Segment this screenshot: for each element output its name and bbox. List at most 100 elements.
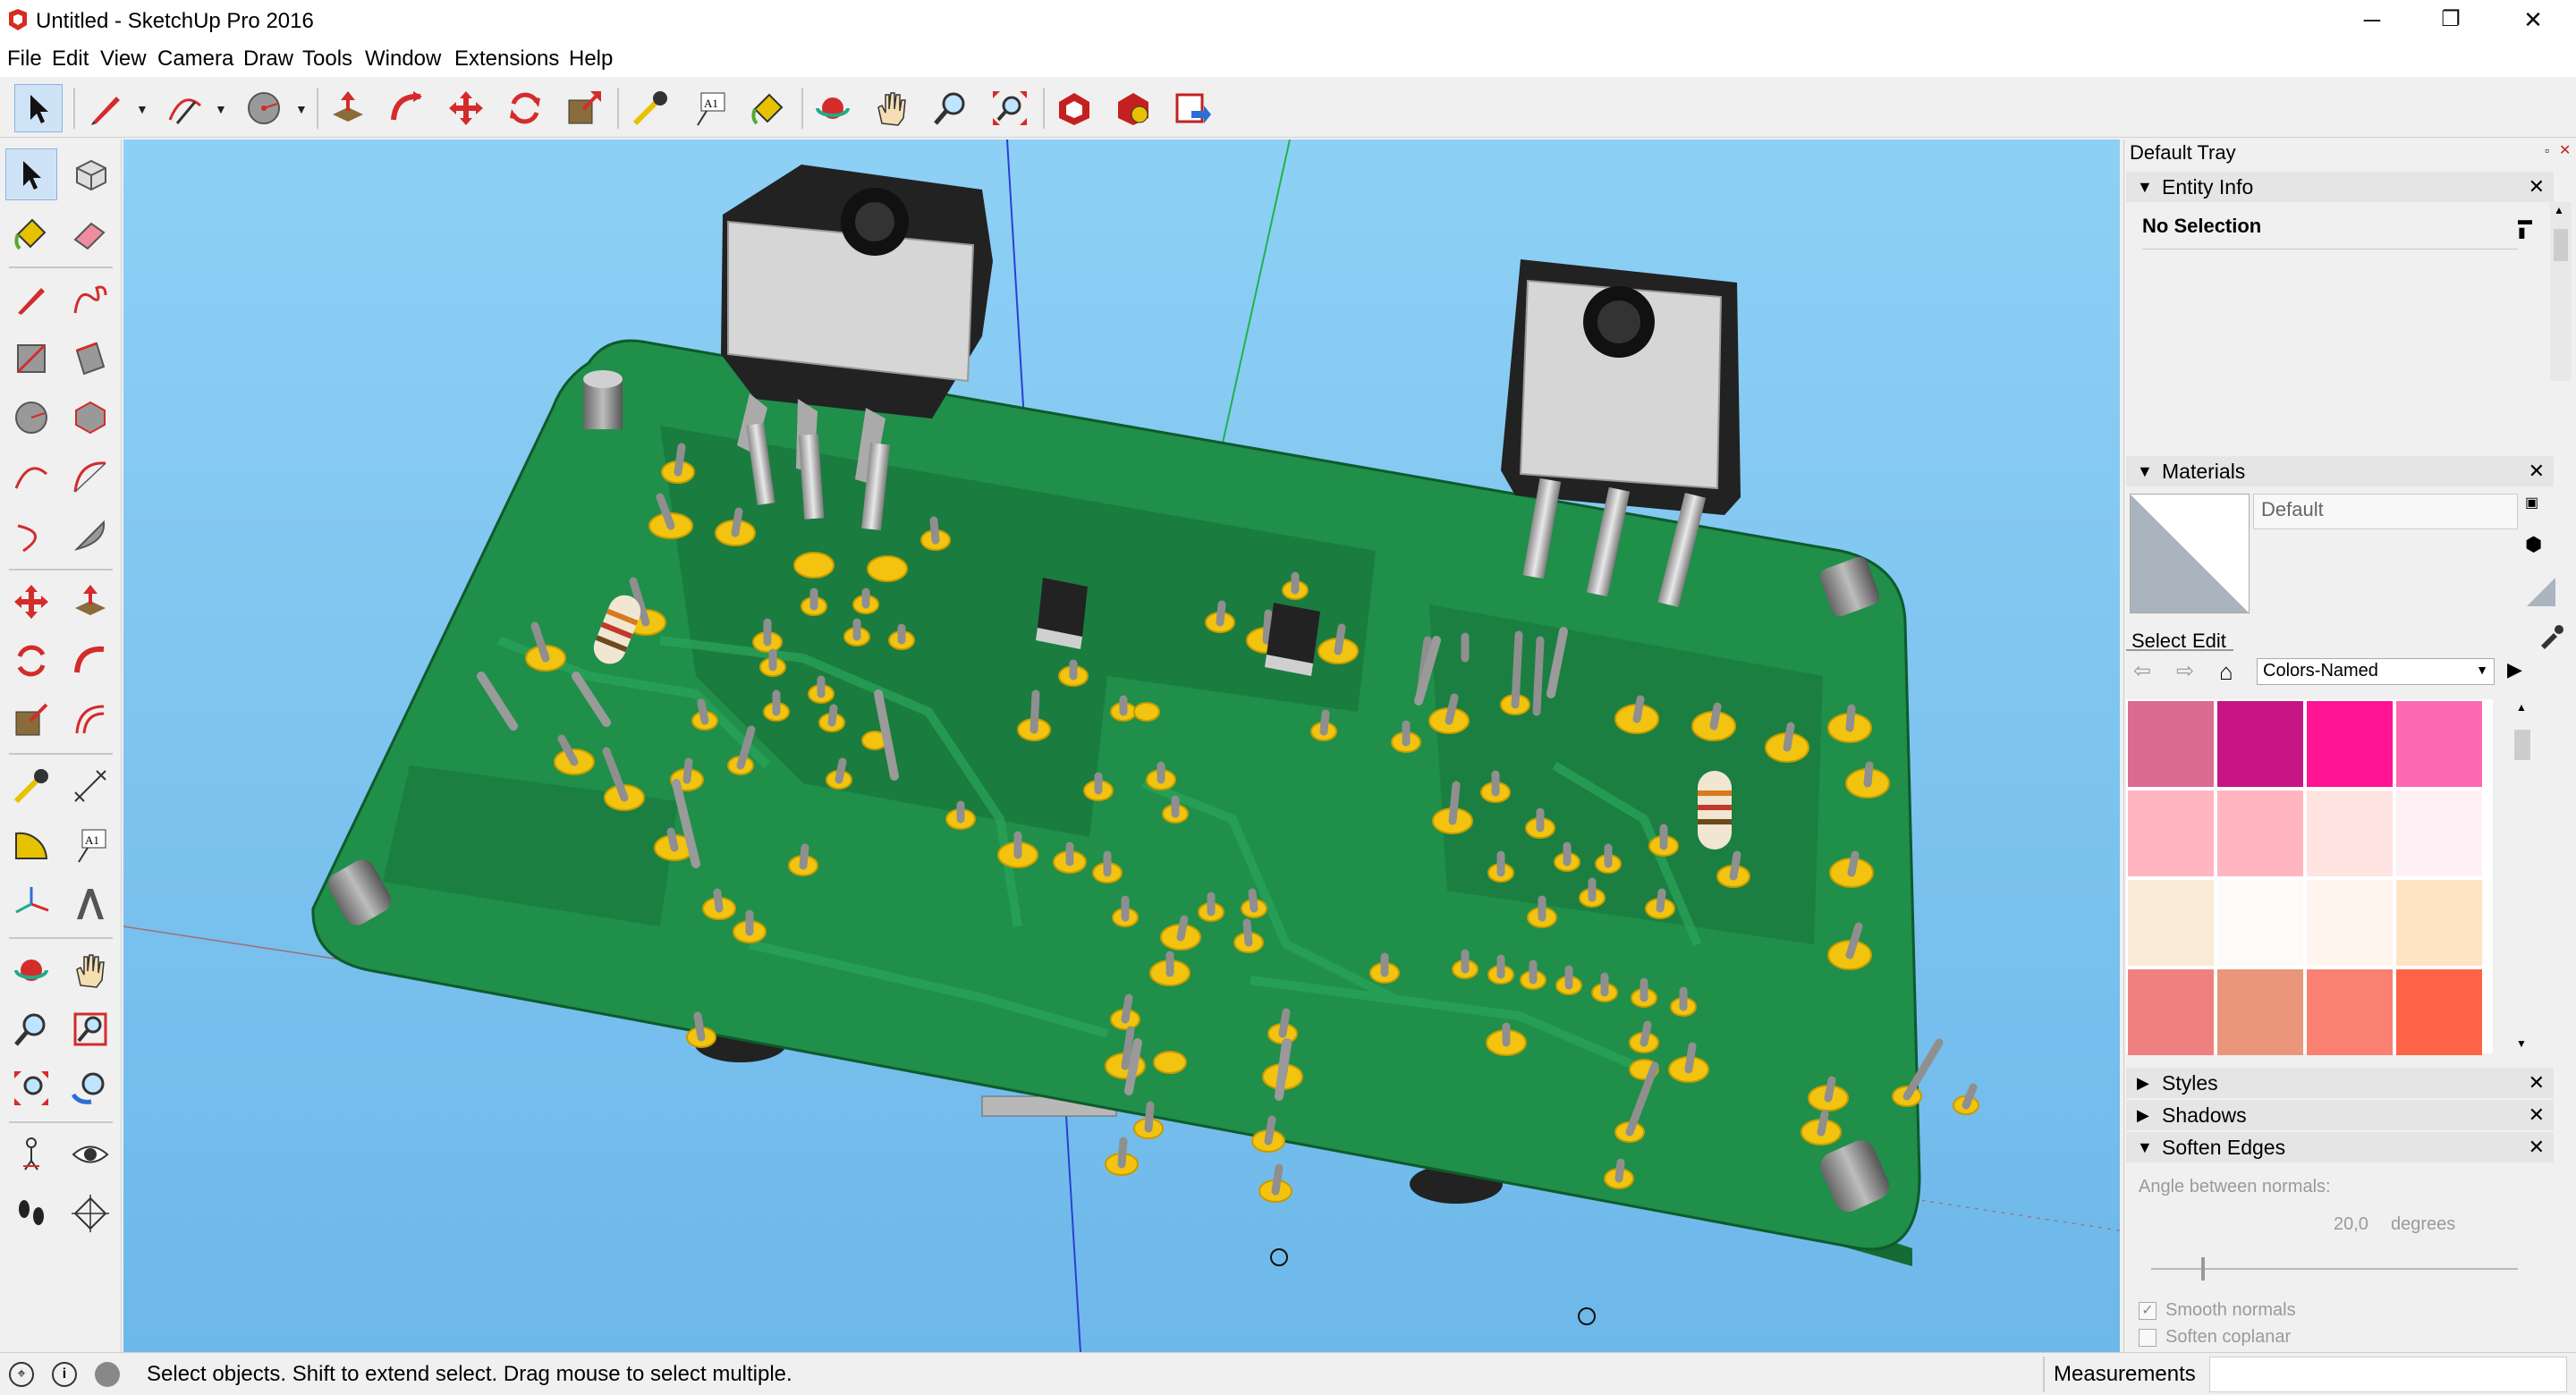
color-swatch[interactable]	[2307, 969, 2393, 1055]
pan-button[interactable]	[64, 944, 116, 996]
default-material-icon[interactable]: ⬢	[2525, 533, 2543, 555]
color-swatch[interactable]	[2396, 969, 2482, 1055]
color-swatch[interactable]	[2307, 701, 2393, 787]
position-camera-button[interactable]	[5, 1129, 57, 1180]
color-swatch[interactable]	[2396, 790, 2482, 876]
tray-pin-icon[interactable]: ▫	[2545, 143, 2549, 157]
color-swatch[interactable]	[2217, 880, 2303, 966]
follow-me-button[interactable]	[64, 635, 116, 687]
color-swatch[interactable]	[2128, 790, 2214, 876]
section-plane-button[interactable]	[64, 1188, 116, 1239]
smooth-normals-checkbox[interactable]: ✓	[2139, 1302, 2157, 1320]
color-swatch[interactable]	[2307, 880, 2393, 966]
close-button[interactable]: ✕	[2523, 6, 2543, 33]
3d-warehouse-button[interactable]	[1050, 84, 1098, 132]
send-to-layout-button[interactable]	[1168, 84, 1216, 132]
line-dropdown-icon[interactable]: ▼	[136, 102, 148, 116]
text-button[interactable]: A1	[64, 819, 116, 871]
model-viewport[interactable]	[123, 140, 2120, 1352]
scale-button[interactable]	[5, 694, 57, 746]
color-swatch[interactable]	[2217, 701, 2303, 787]
menu-edit[interactable]: Edit	[52, 46, 89, 71]
color-swatch[interactable]	[2396, 880, 2482, 966]
close-panel-icon[interactable]: ✕	[2528, 175, 2545, 198]
3d-text-button[interactable]	[64, 878, 116, 930]
power-transistor-right[interactable]	[1501, 259, 1741, 608]
power-transistor-left[interactable]	[721, 165, 993, 530]
color-swatch[interactable]	[2217, 790, 2303, 876]
offset-button[interactable]	[64, 694, 116, 746]
restore-button[interactable]: ❐	[2441, 7, 2461, 31]
menu-window[interactable]: Window	[365, 46, 442, 71]
orbit-button[interactable]	[5, 944, 57, 996]
push-pull-button[interactable]	[64, 576, 116, 628]
minimize-button[interactable]: ─	[2363, 6, 2381, 33]
paint-bucket-tool-button[interactable]	[744, 84, 792, 132]
pan-tool-button[interactable]	[868, 84, 916, 132]
line-tool-button[interactable]	[82, 84, 131, 132]
protractor-button[interactable]	[5, 819, 57, 871]
rotate-tool-button[interactable]	[501, 84, 549, 132]
previous-view-button[interactable]	[64, 1062, 116, 1114]
details-toggle-icon[interactable]: ▬▮	[2518, 213, 2532, 241]
move-tool-button[interactable]	[442, 84, 490, 132]
look-around-button[interactable]	[64, 1129, 116, 1180]
angle-slider-thumb[interactable]	[2201, 1257, 2205, 1281]
measurements-input[interactable]	[2209, 1357, 2567, 1392]
eraser-button[interactable]	[64, 207, 116, 259]
menu-file[interactable]: File	[7, 46, 42, 71]
color-swatch[interactable]	[2396, 701, 2482, 787]
scroll-up-icon[interactable]: ▲	[2554, 204, 2564, 216]
tape-measure-button[interactable]	[5, 760, 57, 812]
scroll-down-icon[interactable]: ▼	[2516, 1037, 2527, 1050]
color-swatch[interactable]	[2128, 969, 2214, 1055]
color-swatch[interactable]	[2128, 880, 2214, 966]
text-tool-button[interactable]: A1	[685, 84, 733, 132]
color-swatch[interactable]	[2217, 969, 2303, 1055]
menu-tools[interactable]: Tools	[302, 46, 353, 71]
styles-header[interactable]: ▶ Styles ✕	[2126, 1068, 2554, 1098]
menu-camera[interactable]: Camera	[157, 46, 234, 71]
zoom-extents-tool-button[interactable]	[986, 84, 1034, 132]
menu-help[interactable]: Help	[569, 46, 614, 71]
zoom-window-button[interactable]	[64, 1003, 116, 1055]
create-material-icon[interactable]: ▣	[2525, 495, 2539, 511]
circle-tool-button[interactable]	[240, 84, 288, 132]
material-name-field[interactable]: Default	[2253, 494, 2518, 529]
forward-arrow-icon[interactable]: ⇨	[2176, 659, 2195, 683]
tape-measure-tool-button[interactable]	[626, 84, 674, 132]
scroll-thumb[interactable]	[2514, 730, 2530, 760]
zoom-button[interactable]	[5, 1003, 57, 1055]
walk-button[interactable]	[5, 1188, 57, 1239]
make-component-button[interactable]	[64, 148, 116, 200]
color-swatch[interactable]	[2307, 790, 2393, 876]
home-icon[interactable]: ⌂	[2219, 658, 2233, 685]
zoom-extents-button[interactable]	[5, 1062, 57, 1114]
line-button[interactable]	[5, 274, 57, 326]
close-panel-icon[interactable]: ✕	[2528, 1071, 2545, 1094]
rotated-rectangle-button[interactable]	[64, 333, 116, 385]
orbit-tool-button[interactable]	[809, 84, 857, 132]
polygon-button[interactable]	[64, 392, 116, 444]
follow-me-tool-button[interactable]	[383, 84, 431, 132]
paint-bucket-button[interactable]	[5, 207, 57, 259]
select-tool-button[interactable]	[14, 84, 63, 132]
move-button[interactable]	[5, 576, 57, 628]
scale-tool-button[interactable]	[560, 84, 608, 132]
close-panel-icon[interactable]: ✕	[2528, 1103, 2545, 1126]
circle-dropdown-icon[interactable]: ▼	[295, 102, 308, 116]
soften-edges-header[interactable]: ▼ Soften Edges ✕	[2126, 1132, 2554, 1162]
user-account-icon[interactable]	[95, 1362, 120, 1387]
materials-edit-tab[interactable]: Edit	[2192, 630, 2226, 652]
materials-header[interactable]: ▼ Materials ✕	[2126, 456, 2554, 486]
arc-button[interactable]	[5, 451, 57, 503]
soften-coplanar-checkbox[interactable]	[2139, 1329, 2157, 1347]
rotate-button[interactable]	[5, 635, 57, 687]
extension-warehouse-button[interactable]	[1109, 84, 1157, 132]
materials-select-tab[interactable]: Select	[2131, 630, 2187, 652]
scroll-up-icon[interactable]: ▲	[2516, 701, 2527, 714]
pie-button[interactable]	[64, 510, 116, 562]
freehand-button[interactable]	[64, 274, 116, 326]
select-tool-button[interactable]	[5, 148, 57, 200]
circle-button[interactable]	[5, 392, 57, 444]
